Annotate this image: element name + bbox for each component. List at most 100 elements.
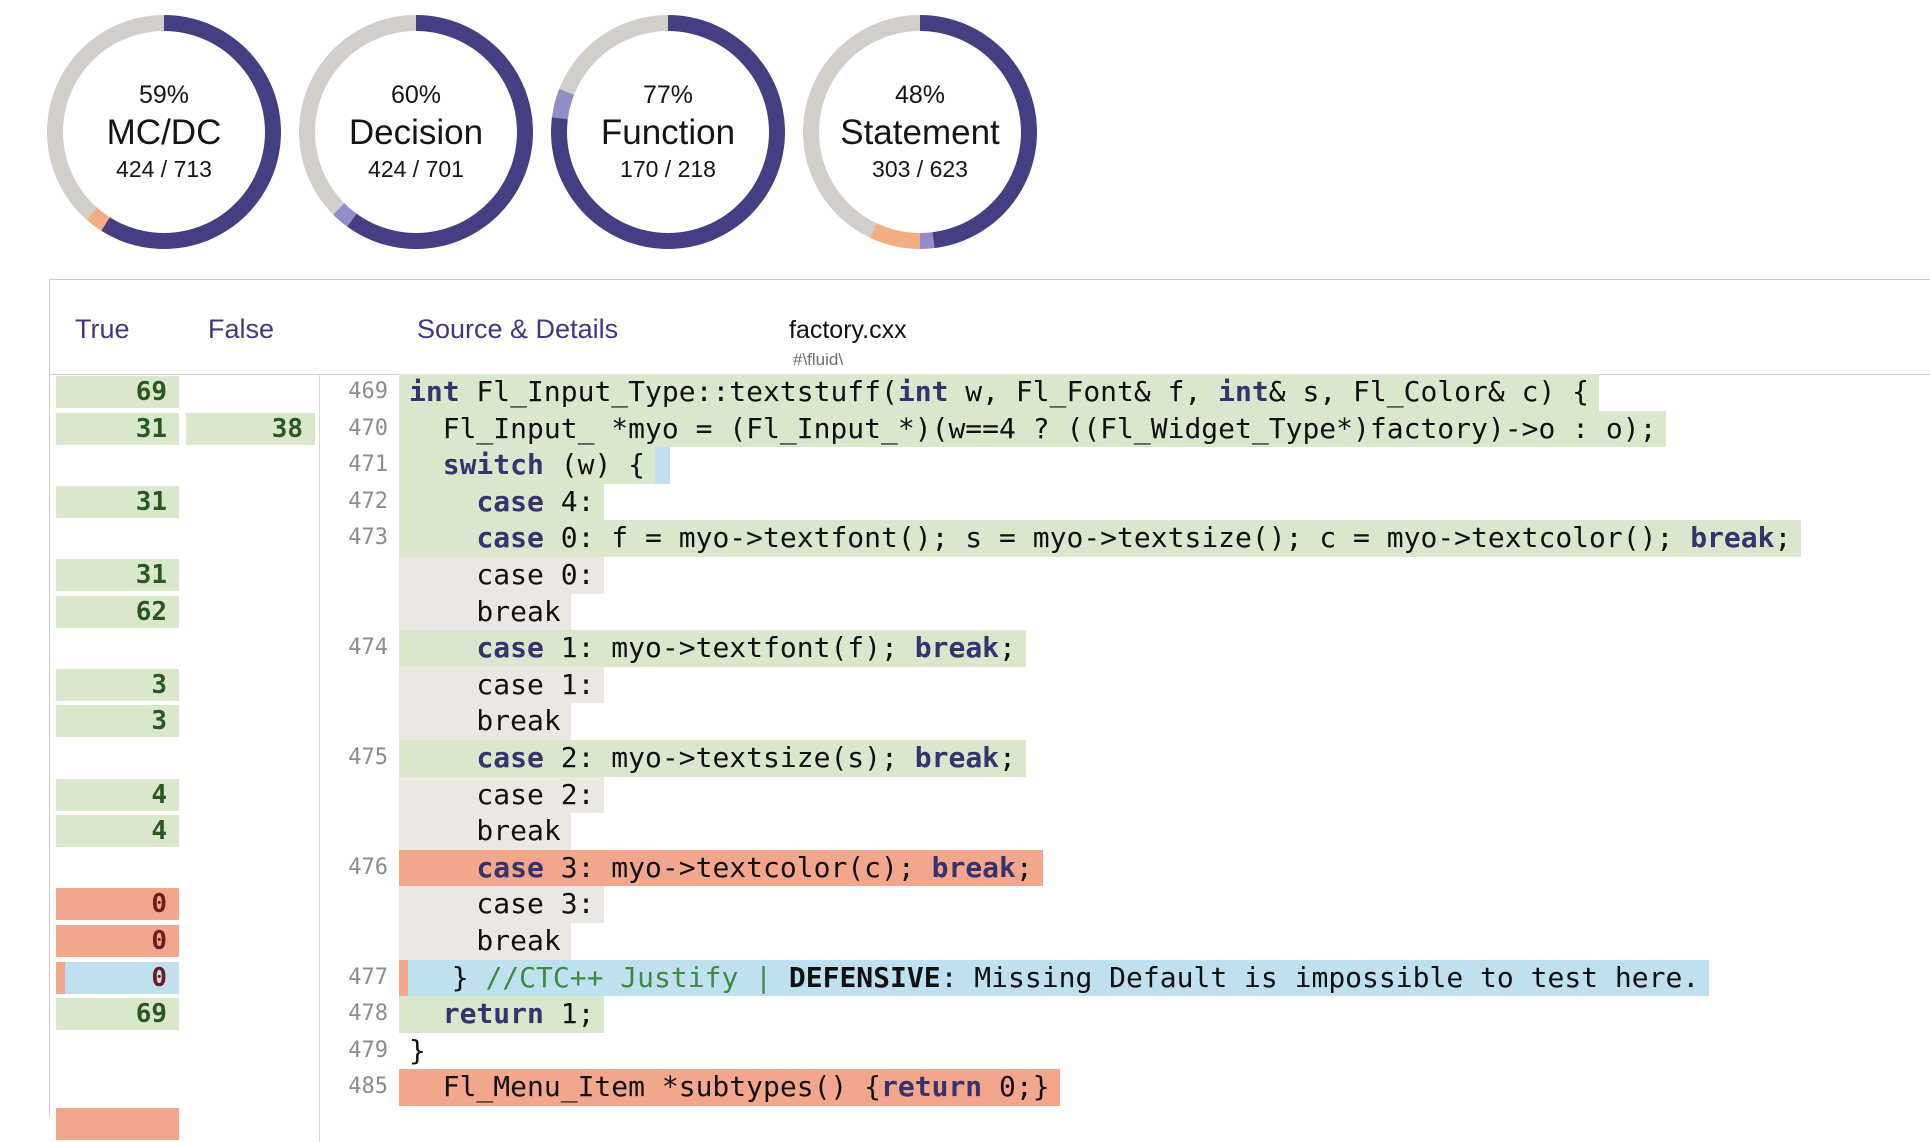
code-line-row[interactable]: 479} (50, 1032, 1930, 1070)
true-count-cell: 4 (56, 777, 179, 814)
code-token: int (1218, 375, 1269, 408)
code-token: (w) { (543, 448, 646, 482)
false-count-cell (186, 960, 315, 997)
false-count-cell (186, 996, 315, 1033)
line-number (319, 886, 395, 923)
true-count: 69 (56, 376, 179, 408)
donut-percent: 60% (390, 81, 442, 109)
false-count-cell (186, 1106, 315, 1142)
line-number (319, 593, 395, 631)
code-line: Fl_Input_ *myo = (Fl_Input_*)(w==4 ? ((F… (395, 410, 1930, 448)
false-count-cell (186, 777, 315, 814)
code-text: case 2: myo->textsize(s); break; (399, 739, 1026, 777)
code-token: case (476, 521, 544, 555)
code-line-row[interactable]: 474 case 1: myo->textfont(f); break; (50, 630, 1930, 667)
code-token: : Missing Default is impossible to test … (940, 960, 1700, 994)
code-token: return (881, 1070, 983, 1104)
code-token: ; (999, 740, 1016, 774)
false-count-cell (186, 667, 315, 704)
true-count-cell: 69 (56, 374, 179, 411)
code-token (409, 741, 476, 774)
code-line: break (395, 922, 1930, 960)
code-line: break (395, 593, 1930, 631)
donut-metric-label: Function (600, 113, 736, 152)
donut-center: 59% MC/DC 424 / 713 (63, 31, 265, 233)
code-token: Fl_Input_Type::textstuff( (459, 375, 898, 408)
partial-coverage-marker-icon (655, 447, 671, 484)
code-token: case (476, 631, 544, 665)
coverage-donut-function: 77% Function 170 / 218 (551, 15, 785, 249)
code-line-row[interactable]: 485 Fl_Menu_Item *subtypes() {return 0;} (50, 1069, 1930, 1106)
code-line: case 1: (395, 666, 1930, 704)
code-token: 0;} (982, 1070, 1050, 1104)
code-token (409, 997, 443, 1030)
mcdc-detail-row: 0 case 3: (50, 886, 1930, 923)
true-count: 31 (56, 485, 179, 518)
false-count-cell (186, 594, 315, 631)
false-count-cell (186, 1033, 315, 1070)
code-token: 1; (543, 997, 595, 1031)
true-count-cell (56, 447, 179, 484)
partial-row (50, 1105, 1930, 1142)
line-number: 475 (319, 739, 395, 777)
code-token: & s, Fl_Color& c) { (1268, 375, 1590, 408)
code-token (409, 485, 476, 518)
true-count-cell (56, 850, 179, 887)
code-token: } (409, 1033, 426, 1067)
true-count-cell: 31 (56, 484, 179, 521)
false-count: 38 (186, 412, 315, 445)
donut-metric-label: MC/DC (106, 113, 222, 152)
donut-center: 60% Decision 424 / 701 (315, 31, 517, 233)
true-count-cell: 69 (56, 996, 179, 1033)
code-token: 3: myo->textcolor(c); (543, 850, 932, 884)
code-token: //CTC++ Justify (485, 960, 756, 994)
code-token (409, 521, 476, 554)
code-token: case (476, 740, 544, 774)
code-line-row[interactable]: 69 478 return 1; (50, 996, 1930, 1033)
code-line: break (395, 813, 1930, 850)
false-count-cell (186, 557, 315, 594)
donut-fraction: 424 / 701 (368, 156, 464, 182)
table-header: True False Source & Details factory.cxx … (50, 280, 1930, 375)
true-count-cell: 31 (56, 557, 179, 594)
code-token: | (755, 960, 789, 994)
code-line: case 1: myo->textfont(f); break; (395, 630, 1930, 667)
true-count-cell (56, 1106, 179, 1142)
file-path: #\fluid\ (793, 350, 844, 369)
true-count (56, 1107, 179, 1140)
code-token: switch (442, 448, 544, 482)
mcdc-detail-row: 3 break (50, 703, 1930, 740)
code-line: } //CTC++ Justify | DEFENSIVE: Missing D… (395, 959, 1930, 997)
code-line-row[interactable]: 471 switch (w) { (50, 447, 1930, 484)
line-number: 476 (319, 849, 395, 887)
code-token (409, 631, 476, 664)
code-line: case 0: (395, 556, 1930, 594)
mcdc-detail-row: 4 break (50, 813, 1930, 850)
line-number: 478 (319, 996, 395, 1033)
donut-center: 48% Statement 303 / 623 (819, 31, 1021, 233)
line-number (319, 703, 395, 740)
code-text: switch (w) { (399, 447, 656, 484)
uncovered-marker-icon (399, 959, 408, 997)
code-line (395, 1106, 1930, 1142)
donut-percent: 48% (894, 81, 946, 109)
code-line-row[interactable]: 473 case 0: f = myo->textfont(); s = myo… (50, 520, 1930, 557)
true-count-cell (56, 520, 179, 557)
code-line-row[interactable]: 475 case 2: myo->textsize(s); break; (50, 739, 1930, 777)
true-count-cell: 0 (56, 923, 179, 960)
code-line-row[interactable]: 476 case 3: myo->textcolor(c); break; (50, 849, 1930, 887)
code-token: case (476, 850, 544, 884)
mcdc-detail-row: 62 break (50, 593, 1930, 631)
donut-percent: 77% (642, 81, 694, 109)
coverage-donut-statement: 48% Statement 303 / 623 (803, 15, 1037, 249)
true-count-cell: 3 (56, 667, 179, 704)
code-line: break (395, 703, 1930, 740)
coverage-donut-row: 59% MC/DC 424 / 713 60% Decision 424 / 7… (47, 15, 1037, 249)
line-number: 485 (319, 1069, 395, 1106)
donut-center: 77% Function 170 / 218 (567, 31, 769, 233)
code-text: return 1; (399, 996, 605, 1033)
